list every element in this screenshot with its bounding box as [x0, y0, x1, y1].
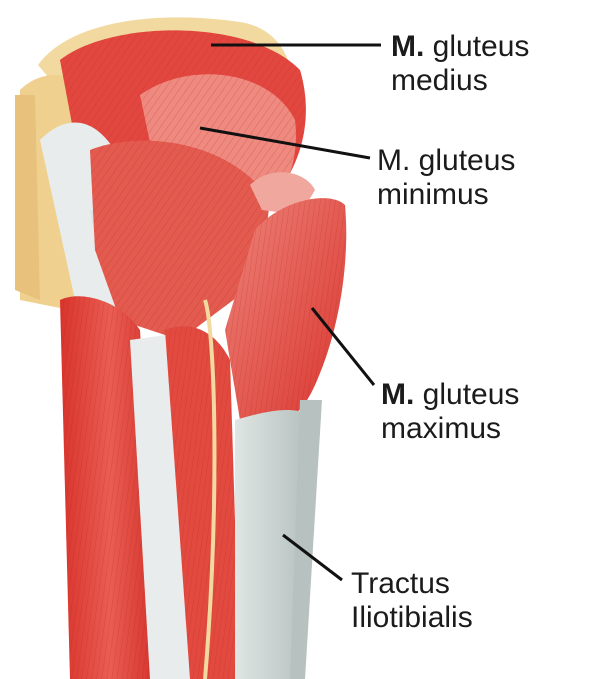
label-prefix: M.	[377, 144, 410, 177]
iliotibial-tract	[235, 400, 322, 679]
label-gluteus-maximus: M. gluteus maximus	[381, 378, 519, 446]
label-line1: Tractus	[351, 567, 473, 601]
label-line1: gluteus	[424, 30, 529, 63]
label-line1: gluteus	[410, 144, 515, 177]
label-line2: minimus	[377, 178, 515, 212]
label-tractus-iliotibialis: Tractus Iliotibialis	[351, 567, 473, 635]
label-prefix: M.	[381, 378, 414, 411]
label-line2: maximus	[381, 412, 519, 446]
thigh-muscles	[60, 296, 240, 679]
label-gluteus-minimus: M. gluteus minimus	[377, 144, 515, 212]
label-line1: gluteus	[414, 378, 519, 411]
label-prefix: M.	[391, 30, 424, 63]
label-gluteus-medius: M. gluteus medius	[391, 30, 529, 98]
label-line2: medius	[391, 64, 529, 98]
label-line2: Iliotibialis	[351, 601, 473, 635]
